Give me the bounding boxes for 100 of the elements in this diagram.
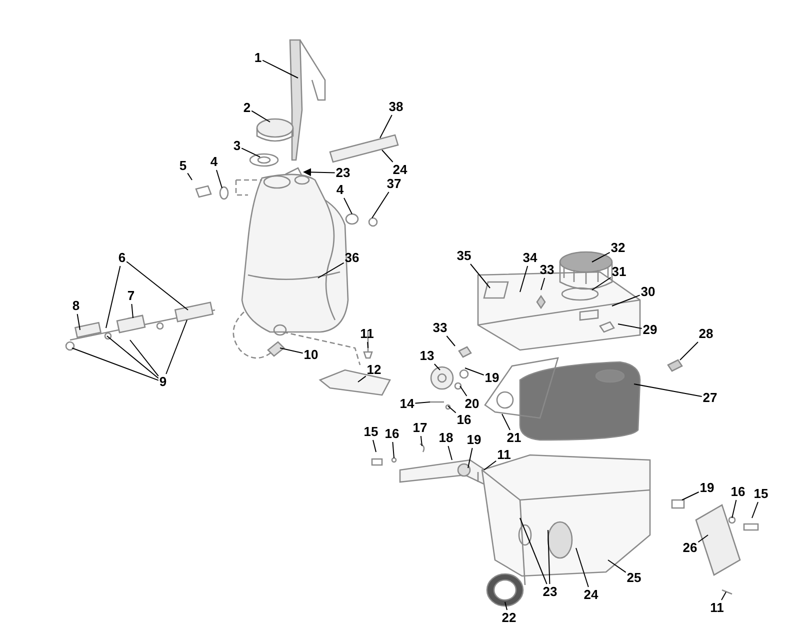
- callout-number: 28: [698, 327, 714, 341]
- leader-line: [484, 460, 497, 470]
- callout-number: 10: [304, 348, 318, 362]
- callout-number: 15: [364, 425, 378, 439]
- callout-number: 22: [502, 611, 516, 625]
- leader-line: [592, 277, 612, 290]
- callout-number: 19: [466, 433, 482, 447]
- leader-line: [448, 406, 456, 414]
- callout-number: 1: [254, 51, 262, 65]
- callout-number: 11: [360, 327, 374, 341]
- leader-line: [126, 261, 188, 310]
- leader-line: [468, 448, 473, 468]
- callout-number: 5: [179, 159, 187, 173]
- callout-number: 8: [72, 299, 80, 313]
- callout-number: 16: [730, 485, 746, 499]
- leader-line: [592, 252, 610, 262]
- leader-line: [344, 198, 352, 214]
- callout-number: 4: [210, 155, 218, 169]
- leader-line: [392, 442, 394, 458]
- leader-line: [732, 500, 737, 518]
- leader-line: [372, 440, 376, 452]
- callout-number: 24: [584, 588, 598, 602]
- leader-line: [682, 492, 700, 500]
- callout-number: 2: [243, 101, 251, 115]
- callout-number: 37: [386, 177, 402, 191]
- callout-number: 32: [610, 241, 626, 255]
- callout-number: 31: [612, 265, 626, 279]
- leader-line: [520, 266, 528, 292]
- leader-line: [262, 60, 298, 78]
- leader-line: [721, 592, 726, 600]
- leader-line: [634, 384, 702, 397]
- leader-line: [618, 324, 642, 329]
- leader-line: [502, 414, 510, 430]
- callout-number: 19: [700, 481, 714, 495]
- callout-number: 16: [456, 413, 472, 427]
- callout-number: 17: [412, 421, 428, 435]
- leader-line: [106, 266, 121, 328]
- callout-number: 33: [432, 321, 448, 335]
- leader-line: [460, 386, 468, 396]
- leader-line: [241, 148, 260, 158]
- callout-number: 29: [642, 323, 658, 337]
- callout-number: 23: [336, 166, 350, 180]
- callout-number: 12: [366, 363, 382, 377]
- callout-number: 20: [464, 397, 480, 411]
- callout-number: 18: [438, 431, 454, 445]
- leader-line: [280, 348, 304, 354]
- leader-line: [76, 314, 80, 330]
- callout-number: 4: [336, 183, 344, 197]
- leader-line: [251, 110, 270, 122]
- leader-line: [464, 368, 484, 376]
- leader-line: [382, 150, 394, 162]
- leader-line: [166, 320, 188, 374]
- callout-number: 34: [522, 251, 538, 265]
- callout-number: 19: [484, 371, 500, 385]
- callout-number: 36: [344, 251, 360, 265]
- leader-line: [576, 548, 589, 588]
- callout-number: 38: [388, 100, 404, 114]
- leader-line: [131, 304, 134, 318]
- callout-number: 7: [127, 289, 135, 303]
- leader-line: [612, 294, 640, 306]
- leader-line: [130, 340, 159, 377]
- leader-line: [72, 348, 159, 381]
- leader-line: [216, 170, 222, 188]
- callout-number: 27: [702, 391, 718, 405]
- leader-line: [752, 502, 758, 518]
- callout-number: 23: [542, 585, 558, 599]
- leader-line: [414, 402, 430, 404]
- leader-line: [318, 262, 344, 278]
- callout-number: 25: [626, 571, 642, 585]
- leader-line: [448, 446, 452, 460]
- callout-number: 35: [456, 249, 472, 263]
- leader-line: [446, 336, 456, 346]
- callout-number: 14: [400, 397, 414, 411]
- leader-line: [520, 518, 548, 584]
- leader-line: [540, 278, 546, 290]
- leader-line: [680, 342, 698, 360]
- callout-number: 26: [682, 541, 698, 555]
- callout-number: 21: [506, 431, 522, 445]
- callout-number: 33: [540, 263, 554, 277]
- leader-line: [698, 534, 708, 543]
- callout-number: 24: [392, 163, 408, 177]
- leader-line: [380, 114, 392, 138]
- callout-number: 11: [710, 601, 724, 615]
- leader-line: [504, 602, 508, 610]
- callout-number: 9: [159, 375, 167, 389]
- leader-line: [367, 342, 368, 348]
- callout-number: 11: [497, 448, 511, 462]
- leader-line: [303, 168, 336, 176]
- leader-line: [106, 336, 159, 379]
- callout-number: 13: [420, 349, 434, 363]
- callout-number: 30: [640, 285, 656, 299]
- leader-line: [420, 436, 422, 446]
- leader-line: [358, 376, 366, 382]
- leader-line: [187, 172, 192, 180]
- callout-number: 3: [233, 139, 241, 153]
- leader-line: [608, 560, 626, 573]
- leader-line: [372, 192, 390, 218]
- leader-line: [434, 364, 440, 370]
- callout-number: 16: [384, 427, 400, 441]
- leader-line: [548, 530, 550, 584]
